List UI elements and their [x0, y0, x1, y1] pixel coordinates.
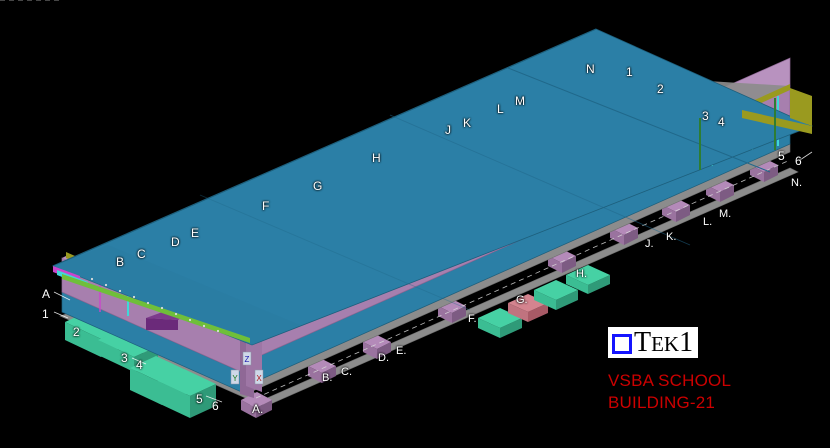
grid-label-b: B. — [322, 372, 333, 384]
tek1-logo: TEK1 — [608, 327, 699, 358]
label-leader-lines — [53, 151, 813, 403]
logo-word-rest: EK — [651, 332, 680, 356]
grid-label-n: N. — [791, 177, 802, 189]
grid-label-k: K. — [666, 231, 677, 243]
grid-label-h: H — [372, 151, 381, 165]
grid-label-1: 1 — [42, 307, 49, 321]
project-title-line2: BUILDING-21 — [608, 393, 716, 412]
grid-label-3: 3 — [702, 109, 709, 123]
grid-label-4: 4 — [718, 115, 725, 129]
roof-plane — [51, 28, 814, 346]
roof-right-end — [699, 88, 812, 170]
grid-label-a: A — [42, 287, 51, 301]
grid-label-5: 5 — [778, 149, 785, 163]
svg-text:Y: Y — [232, 374, 238, 383]
logo-word-digit: 1 — [679, 327, 694, 358]
grid-label-2: 2 — [73, 325, 80, 339]
axis-gizmo-x: X — [254, 369, 264, 385]
logo-wordmark: TEK1 — [634, 329, 693, 357]
grid-label-e: E. — [396, 345, 407, 357]
grid-label-j: J — [445, 123, 451, 137]
grid-label-l: L — [497, 102, 504, 116]
svg-text:Z: Z — [245, 355, 250, 364]
grid-label-a: A. — [252, 402, 264, 416]
grid-label-2: 2 — [657, 82, 664, 96]
grid-label-g: G — [313, 179, 323, 193]
axis-gizmo-y: Y — [230, 369, 240, 385]
title-block: TEK1 VSBA SCHOOL BUILDING-21 — [608, 327, 788, 414]
grid-label-f: F — [262, 199, 270, 213]
footing-pads-mid — [130, 356, 216, 418]
grid-label-6: 6 — [212, 399, 219, 413]
roof-left-corner-detail — [53, 266, 250, 343]
grid-label-5: 5 — [196, 392, 203, 406]
project-title: VSBA SCHOOL BUILDING-21 — [608, 370, 788, 414]
logo-square-icon — [612, 334, 632, 354]
grid-label-c: C — [137, 247, 146, 261]
project-title-line1: VSBA SCHOOL — [608, 371, 732, 390]
grid-label-3: 3 — [121, 351, 128, 365]
grid-label-6: 6 — [795, 154, 802, 168]
grid-label-4: 4 — [136, 358, 143, 372]
grid-label-1: 1 — [626, 65, 633, 79]
grid-label-m: M. — [719, 208, 732, 220]
grid-label-k: K — [463, 116, 472, 130]
grid-label-h: H. — [576, 268, 587, 280]
logo-word-first: T — [634, 327, 652, 358]
grid-label-f: F. — [468, 313, 477, 325]
grid-label-j: J. — [645, 238, 654, 250]
grid-label-g: G. — [516, 294, 528, 306]
grid-label-c: C. — [341, 366, 352, 378]
grid-label-d: D. — [378, 352, 389, 364]
footing-pads-right — [478, 265, 610, 338]
axis-gizmo-z: Z — [242, 351, 252, 366]
grid-label-b: B — [116, 255, 125, 269]
grid-label-d: D — [171, 235, 180, 249]
svg-text:X: X — [256, 374, 262, 383]
grid-label-m: M — [515, 94, 525, 108]
grid-label-e: E — [191, 226, 200, 240]
grid-label-n: N — [586, 62, 595, 76]
grid-label-l: L. — [703, 216, 713, 228]
